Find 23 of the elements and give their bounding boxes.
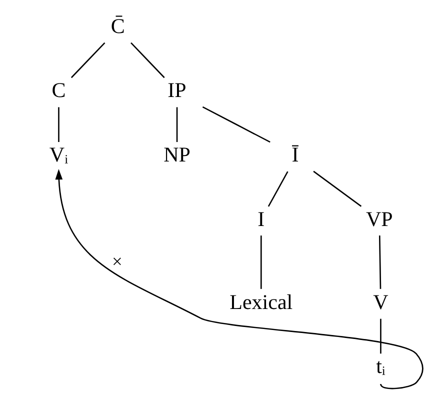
node-text: Ī [292, 142, 299, 167]
connector [130, 42, 165, 78]
arrow [55, 169, 424, 390]
node-text: C [52, 78, 66, 102]
node-text: NP [164, 142, 190, 167]
node-text: I [258, 206, 265, 231]
node-text: VP [366, 206, 393, 231]
connector [380, 318, 382, 354]
connector [176, 107, 178, 142]
connector [313, 170, 362, 207]
node-text: Vᵢ [49, 142, 68, 167]
connector [58, 107, 60, 142]
edge-label: × [112, 251, 122, 272]
node-text: IP [168, 78, 186, 102]
node-text: tᵢ [376, 354, 386, 378]
connector [70, 42, 106, 78]
node-text: V [373, 290, 388, 314]
connector [378, 236, 382, 289]
connector [268, 171, 288, 207]
node-text: C̄ [110, 14, 125, 38]
connector [260, 236, 262, 289]
node-text: Lexical [230, 290, 293, 314]
connector [202, 106, 270, 143]
